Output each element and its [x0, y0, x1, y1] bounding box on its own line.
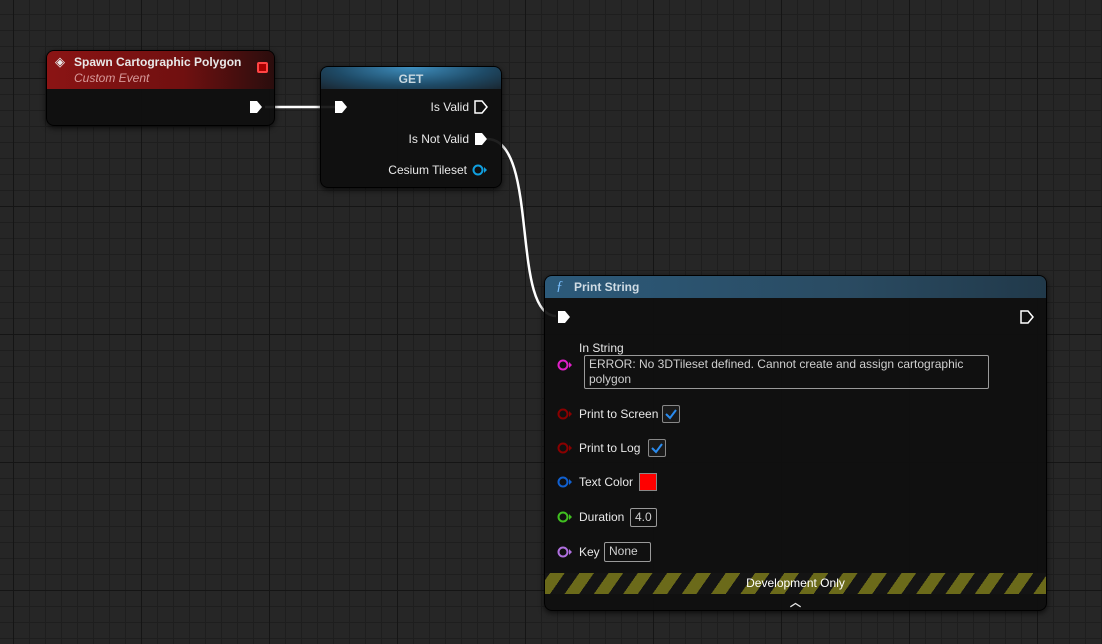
string-pin-icon[interactable]	[557, 359, 573, 371]
print-header	[545, 276, 1046, 298]
exec-in-pin-icon[interactable]	[334, 100, 348, 114]
print-string-node[interactable]: ƒ Print String In String ERROR: No 3DTil…	[544, 275, 1047, 611]
custom-event-node[interactable]: ◈ Spawn Cartographic Polygon Custom Even…	[46, 50, 275, 126]
event-title: Spawn Cartographic Polygon	[74, 55, 242, 69]
is-valid-exec-pin-icon[interactable]	[474, 100, 488, 114]
checkmark-icon	[651, 443, 663, 454]
key-input[interactable]: None	[604, 542, 651, 562]
is-not-valid-label: Is Not Valid	[408, 132, 469, 146]
in-string-label: In String	[579, 341, 624, 355]
text-color-label: Text Color	[579, 475, 634, 489]
exec-out-pin-icon[interactable]	[249, 100, 263, 114]
object-pin-icon[interactable]	[472, 164, 488, 176]
in-string-input[interactable]: ERROR: No 3DTileset defined. Cannot crea…	[584, 355, 989, 389]
text-color-swatch[interactable]	[639, 473, 657, 491]
function-icon: ƒ	[556, 279, 563, 294]
print-to-log-checkbox[interactable]	[648, 439, 666, 457]
exec-in-pin-icon[interactable]	[557, 310, 571, 324]
print-to-screen-checkbox[interactable]	[662, 405, 680, 423]
exec-wire-not-valid-to-print	[486, 137, 557, 318]
duration-input[interactable]: 4.0	[630, 508, 657, 527]
print-to-screen-label: Print to Screen	[579, 407, 659, 421]
event-header	[47, 51, 274, 89]
linear-color-pin-icon[interactable]	[557, 476, 573, 488]
name-pin-icon[interactable]	[557, 546, 573, 558]
bool-pin-icon[interactable]	[557, 408, 573, 420]
exec-out-pin-icon[interactable]	[1020, 310, 1034, 324]
get-header	[321, 67, 501, 89]
collapse-chevron-icon[interactable]: ︿	[790, 597, 801, 609]
key-label: Key	[579, 545, 600, 559]
cesium-tileset-label: Cesium Tileset	[388, 163, 467, 177]
duration-label: Duration	[579, 510, 625, 524]
development-only-label: Development Only	[746, 576, 845, 590]
checkmark-icon	[665, 409, 677, 420]
delegate-pin-icon[interactable]	[257, 62, 268, 73]
print-title: Print String	[574, 280, 640, 294]
event-icon: ◈	[55, 54, 65, 69]
get-title: GET	[398, 72, 424, 86]
is-not-valid-exec-pin-icon[interactable]	[474, 132, 488, 146]
is-valid-get-node[interactable]: GET Is Valid Is Not Valid Cesium Tileset	[320, 66, 502, 188]
development-only-banner	[545, 573, 1046, 594]
float-pin-icon[interactable]	[557, 511, 573, 523]
bool-pin-icon[interactable]	[557, 442, 573, 454]
is-valid-label: Is Valid	[430, 100, 469, 114]
print-to-log-label: Print to Log	[579, 441, 641, 455]
event-subtitle: Custom Event	[74, 71, 150, 85]
